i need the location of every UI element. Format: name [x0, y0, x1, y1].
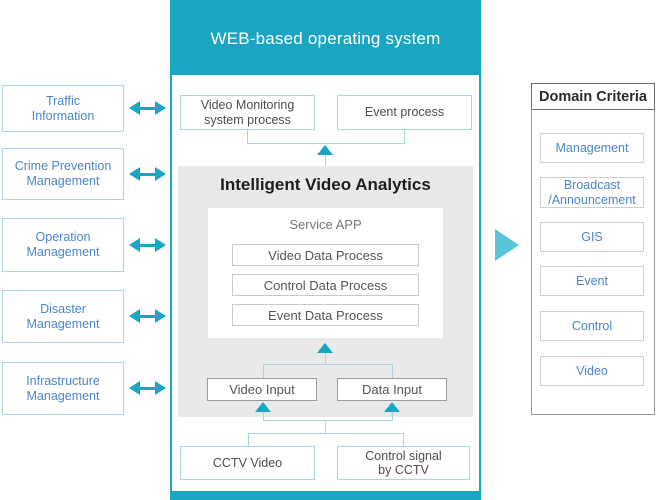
arrow-right-icon: [155, 167, 166, 181]
connector-line: [263, 364, 393, 365]
left-item-label: Operation: [35, 230, 91, 244]
connector-line: [263, 420, 393, 421]
arrow-shaft: [140, 243, 155, 247]
video-data-process-box: Video Data Process: [232, 244, 419, 266]
arrow-shaft: [140, 386, 155, 390]
panel-title: WEB-based operating system: [210, 28, 441, 48]
left-item-disaster-management: Disaster Management: [2, 290, 124, 343]
box-label: Video Input: [229, 382, 295, 397]
arrow-up-icon: [317, 343, 333, 353]
panel-footer-bar: [172, 491, 479, 498]
data-input-box: Data Input: [337, 378, 447, 401]
arrow-shaft: [140, 106, 155, 110]
intelligent-video-analytics-panel: Intelligent Video Analytics Service APP …: [178, 166, 473, 417]
connector-line: [325, 155, 326, 167]
arrow-up-icon: [384, 402, 400, 412]
service-app-label: Service APP: [289, 217, 362, 232]
connector-line: [247, 143, 405, 144]
connector-line: [325, 420, 326, 434]
arrow-left-icon: [129, 309, 140, 323]
domain-item-label: Event: [576, 273, 608, 288]
domain-item-broadcast-announcement: Broadcast /Announcement: [540, 177, 644, 208]
connector-line: [263, 364, 264, 378]
arrow-up-icon: [255, 402, 271, 412]
domain-item-label: Broadcast: [563, 178, 621, 193]
arrow-right-icon: [155, 309, 166, 323]
arrow-up-icon: [317, 145, 333, 155]
left-item-traffic-information: Traffic Information: [2, 85, 124, 132]
box-label: Data Input: [362, 382, 422, 397]
video-monitoring-process-box: Video Monitoring system process: [180, 95, 315, 130]
domain-item-label: GIS: [581, 229, 603, 244]
box-label: by CCTV: [378, 463, 429, 477]
domain-item-label: Video: [576, 363, 608, 378]
box-label: CCTV Video: [212, 455, 283, 470]
double-arrow-icon: [129, 167, 166, 181]
double-arrow-icon: [129, 101, 166, 115]
box-label: Control signal: [365, 448, 442, 463]
arrow-left-icon: [129, 101, 140, 115]
domain-item-management: Management: [540, 133, 644, 163]
connector-line: [392, 412, 393, 421]
cctv-video-box: CCTV Video: [180, 446, 315, 480]
left-item-label: Disaster: [40, 301, 86, 316]
arrow-right-icon: [155, 381, 166, 395]
connector-line: [325, 353, 326, 365]
left-item-label: Management: [26, 388, 100, 403]
left-item-label: Management: [26, 245, 100, 259]
left-item-label: Crime Prevention: [14, 159, 112, 173]
double-arrow-icon: [129, 238, 166, 252]
service-app-panel: Service APP Video Data Process Control D…: [208, 208, 443, 338]
connector-line: [248, 433, 404, 434]
connector-line: [392, 364, 393, 378]
double-arrow-icon: [129, 381, 166, 395]
box-label: system process: [204, 112, 291, 127]
box-label: Control Data Process: [263, 277, 388, 293]
arrow-right-icon: [495, 229, 519, 261]
control-data-process-box: Control Data Process: [232, 274, 419, 296]
arrow-left-icon: [129, 167, 140, 181]
left-item-infrastructure-management: Infrastructure Management: [2, 362, 124, 415]
domain-item-label: /Announcement: [548, 192, 636, 207]
connector-line: [404, 130, 405, 144]
arrow-right-icon: [155, 101, 166, 115]
left-item-label: Traffic: [45, 93, 81, 108]
control-signal-box: Control signal by CCTV: [337, 446, 470, 480]
arrow-left-icon: [129, 238, 140, 252]
panel-header: WEB-based operating system: [172, 2, 479, 75]
left-item-label: Management: [26, 174, 100, 188]
connector-line: [263, 412, 264, 421]
arrow-shaft: [140, 314, 155, 318]
event-data-process-box: Event Data Process: [232, 304, 419, 326]
domain-item-gis: GIS: [540, 222, 644, 252]
box-label: Video Data Process: [268, 247, 383, 263]
box-label: Event Data Process: [268, 307, 383, 323]
panel-title: Domain Criteria: [539, 88, 647, 105]
domain-item-label: Management: [555, 140, 629, 155]
arrow-right-icon: [155, 238, 166, 252]
domain-item-label: Control: [571, 318, 613, 333]
left-item-crime-prevention: Crime Prevention Management: [2, 148, 124, 200]
box-label: Event process: [364, 105, 445, 120]
left-item-operation-management: Operation Management: [2, 218, 124, 272]
domain-item-video: Video: [540, 356, 644, 386]
arrow-shaft: [140, 172, 155, 176]
domain-criteria-title: Domain Criteria: [531, 83, 655, 110]
web-operating-system-panel: WEB-based operating system Video Monitor…: [170, 0, 481, 500]
video-input-box: Video Input: [207, 378, 317, 401]
domain-item-event: Event: [540, 266, 644, 296]
connector-line: [403, 433, 404, 446]
arrow-left-icon: [129, 381, 140, 395]
left-item-label: Management: [26, 316, 100, 331]
event-process-box: Event process: [337, 95, 472, 130]
connector-line: [248, 433, 249, 446]
double-arrow-icon: [129, 309, 166, 323]
box-label: Video Monitoring: [200, 98, 295, 113]
connector-line: [247, 130, 248, 144]
left-item-label: Information: [31, 108, 95, 123]
analytics-title: Intelligent Video Analytics: [220, 175, 431, 194]
domain-item-control: Control: [540, 311, 644, 341]
left-item-label: Infrastructure: [26, 373, 100, 388]
